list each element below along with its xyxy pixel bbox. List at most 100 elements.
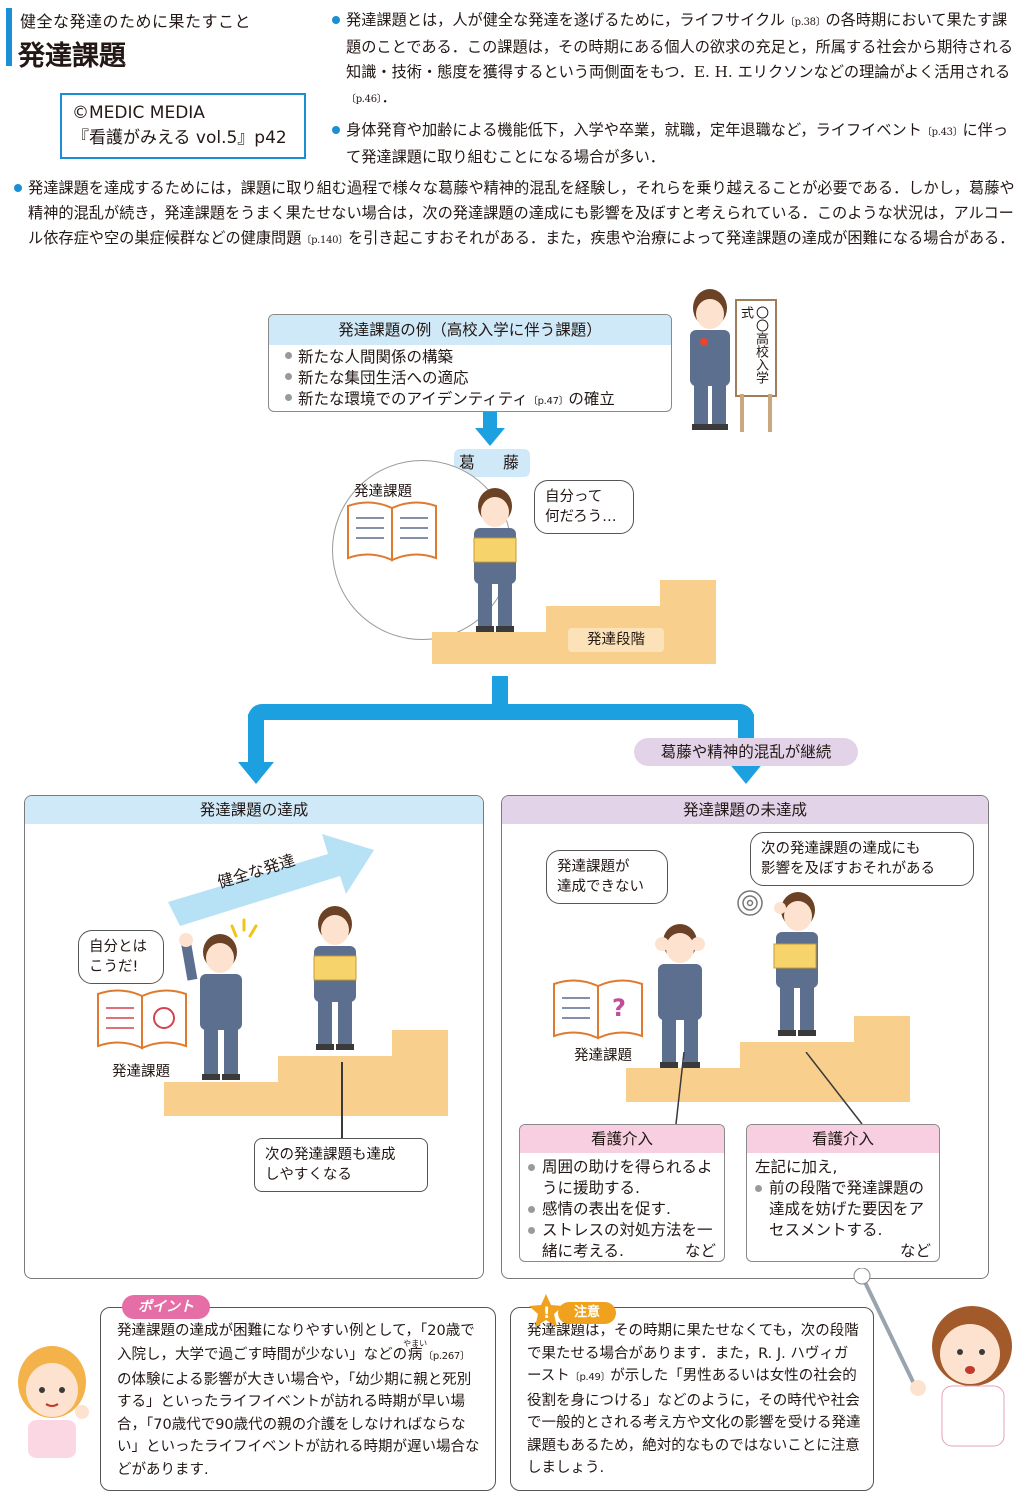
open-book-icon	[97, 989, 187, 1050]
stage-step-2	[740, 1042, 910, 1070]
bullet-achievement: 発達課題を達成するためには，課題に取り組む過程で様々な葛藤や精神的混乱を経験し，…	[14, 176, 1016, 253]
nursing-heading: 看護介入	[520, 1125, 724, 1153]
page-subtitle: 健全な発達のために果たすこと	[20, 12, 252, 31]
panel-heading: 発達課題の未達成	[502, 796, 988, 824]
flow-arrow-shaft	[492, 676, 508, 710]
bullet-dot-icon	[332, 126, 340, 134]
point-note: 発達課題の達成が困難になりやすい例として，「20歳で入院し，大学で過ごす時間が少…	[100, 1307, 496, 1491]
book-label: 発達課題	[112, 1064, 170, 1080]
student-reading-illustration	[313, 906, 357, 1050]
caution-tag: 注意	[558, 1302, 616, 1324]
branch-arrow-bar	[248, 704, 754, 720]
speech-bubble-next-impact: 次の発達課題の達成にも 影響を及ぼすおそれがある	[750, 832, 974, 886]
list-item-text: 新たな集団生活への適応	[298, 369, 469, 387]
speech-bubble-self: 自分って 何だろう…	[534, 480, 634, 534]
bullet-text: 身体発育や加齢による機能低下，入学や卒業，就職，定年退職など，ライフイベント	[346, 121, 922, 139]
bullet-text: を引き起こすおそれがある．また，疾患や治療によって発達課題の達成が困難になる場合…	[347, 229, 1015, 247]
nurse-girl-illustration	[18, 1346, 89, 1458]
stage-step-1	[164, 1082, 448, 1116]
page-ref: 〔p.140〕	[301, 235, 348, 246]
speech-bubble-cannot-achieve: 発達課題が 達成できない	[546, 850, 668, 904]
title-accent-bar	[6, 8, 12, 66]
credit-line-1: ©MEDIC MEDIA	[72, 103, 205, 123]
nursing-heading: 看護介入	[747, 1125, 939, 1153]
stage-step-1	[626, 1068, 910, 1102]
list-item-text: ストレスの対処方法を一緒に考える.	[542, 1221, 713, 1260]
nursing-intervention-box-2: 看護介入 左記に加え, 前の段階で発達課題の達成を妨げた要因をアセスメントする.…	[746, 1124, 940, 1262]
example-box: 発達課題の例（高校入学に伴う課題） 新たな人間関係の構築 新たな集団生活への適応…	[268, 314, 672, 412]
caution-note: 発達課題は，その時期に果たせなくても，次の段階で果たせる場合があります．また，R…	[510, 1307, 874, 1491]
list-item-text: 新たな環境でのアイデンティティ	[298, 390, 528, 408]
student-worried-reading-illustration	[773, 892, 818, 1036]
speech-bubble-confident: 自分とは こうだ!	[78, 930, 164, 984]
list-item: 新たな環境でのアイデンティティ〔p.47〕の確立	[285, 389, 671, 411]
panel-heading: 発達課題の達成	[25, 796, 483, 824]
page-ref: 〔p.43〕	[921, 127, 963, 138]
note-text: 発達課題は，その時期に果たせなくても，次の段階で果たせる場合があります．また，R…	[527, 1323, 859, 1384]
etc-label: など	[684, 1242, 716, 1260]
stage-step-3	[392, 1030, 448, 1058]
circle-label: 発達課題	[354, 484, 412, 500]
list-item-text: 前の段階で発達課題の達成を妨げた要因をアセスメントする.	[769, 1179, 925, 1239]
list-item: 感情の表出を促す.	[528, 1199, 716, 1220]
bullet-dot-icon	[755, 1185, 762, 1192]
bullet-dot-icon	[14, 184, 22, 192]
flow-arrow-head-icon	[238, 762, 274, 784]
list-item-text: の確立	[568, 390, 615, 408]
example-heading: 発達課題の例（高校入学に伴う課題）	[269, 315, 671, 345]
list-item-text: 新たな人間関係の構築	[298, 348, 454, 366]
flow-arrow-head-icon	[475, 428, 505, 446]
bullet-dot-icon	[285, 394, 292, 401]
example-list: 新たな人間関係の構築 新たな集団生活への適応 新たな環境でのアイデンティティ〔p…	[269, 345, 671, 411]
book-label: 発達課題	[574, 1048, 632, 1064]
page-ref: 〔p.49〕	[569, 1372, 611, 1383]
continuation-label: 葛藤や精神的混乱が継続	[634, 738, 858, 766]
bullet-dot-icon	[528, 1227, 535, 1234]
open-book-icon	[347, 501, 437, 562]
list-item: 新たな集団生活への適応	[285, 368, 671, 389]
stage-label: 発達段階	[568, 628, 664, 652]
bullet-life-events: 身体発育や加齢による機能低下，入学や卒業，就職，定年退職など，ライフイベント〔p…	[332, 118, 1014, 170]
nursing-list: 周囲の助けを得られるように援助する. 感情の表出を促す. ストレスの対処方法を一…	[520, 1153, 724, 1261]
page-ref: 〔p.47〕	[527, 396, 569, 407]
svg-text:!: !	[543, 1303, 550, 1322]
credit-box: ©MEDIC MEDIA 『看護がみえる vol.5』p42	[60, 93, 306, 159]
flow-arrow-shaft	[248, 714, 264, 764]
bullet-text: 発達課題を達成するためには，課題に取り組む過程で様々な葛藤や精神的混乱を経験し，…	[28, 179, 1015, 247]
etc-label: など	[899, 1242, 931, 1260]
list-item-text: 周囲の助けを得られるように援助する.	[542, 1158, 713, 1197]
bullet-dot-icon	[285, 352, 292, 359]
list-item: ストレスの対処方法を一緒に考える.	[528, 1220, 716, 1261]
bullet-dot-icon	[528, 1206, 535, 1213]
student-fist-up-illustration	[179, 933, 242, 1080]
page-title: 発達課題	[18, 41, 126, 72]
intro-text: 左記に加え,	[755, 1158, 838, 1176]
nursing-list: 左記に加え, 前の段階で発達課題の達成を妨げた要因をアセスメントする. など	[747, 1153, 939, 1261]
bullet-dot-icon	[528, 1164, 535, 1171]
bullet-dot-icon	[285, 373, 292, 380]
credit-line-2: 『看護がみえる vol.5』p42	[72, 128, 287, 148]
bullet-definition: 発達課題とは，人が健全な発達を遂げるために，ライフサイクル〔p.38〕の各時期に…	[332, 8, 1014, 112]
ruby-reading: やまい	[403, 1339, 428, 1348]
page-ref: 〔p.267〕	[423, 1351, 470, 1362]
bullet-text: の各時期において果たす課題のことである．この課題は，その時期にある個人の欲求の充…	[346, 11, 1014, 81]
list-item: 周囲の助けを得られるように援助する.	[528, 1157, 716, 1199]
student-distressed-illustration	[655, 924, 705, 1068]
nurse-pointer-illustration	[853, 1268, 1012, 1447]
student-reading-illustration	[473, 488, 517, 632]
page-ref: 〔p.38〕	[784, 17, 826, 28]
caution-star-icon: !	[529, 1294, 563, 1327]
point-tag: ポイント	[122, 1295, 210, 1319]
flow-arrow-shaft	[483, 412, 497, 432]
healthy-development-arrow-icon	[168, 834, 374, 926]
stage-step-3	[854, 1016, 910, 1044]
worry-swirl-icon	[737, 890, 763, 916]
stage-step-3	[660, 580, 716, 608]
next-task-note: 次の発達課題も達成 しやすくなる	[254, 1138, 428, 1192]
pointer-line	[341, 1062, 343, 1140]
open-book-icon: ?	[553, 979, 643, 1040]
list-item-text: 感情の表出を促す.	[542, 1200, 671, 1218]
note-text: の体験による影響が大きい場合や，「幼少期に親と死別する」といったライフイベントが…	[117, 1371, 480, 1478]
student-uniform-illustration	[690, 289, 777, 432]
ruby-base: 病	[403, 1347, 428, 1363]
